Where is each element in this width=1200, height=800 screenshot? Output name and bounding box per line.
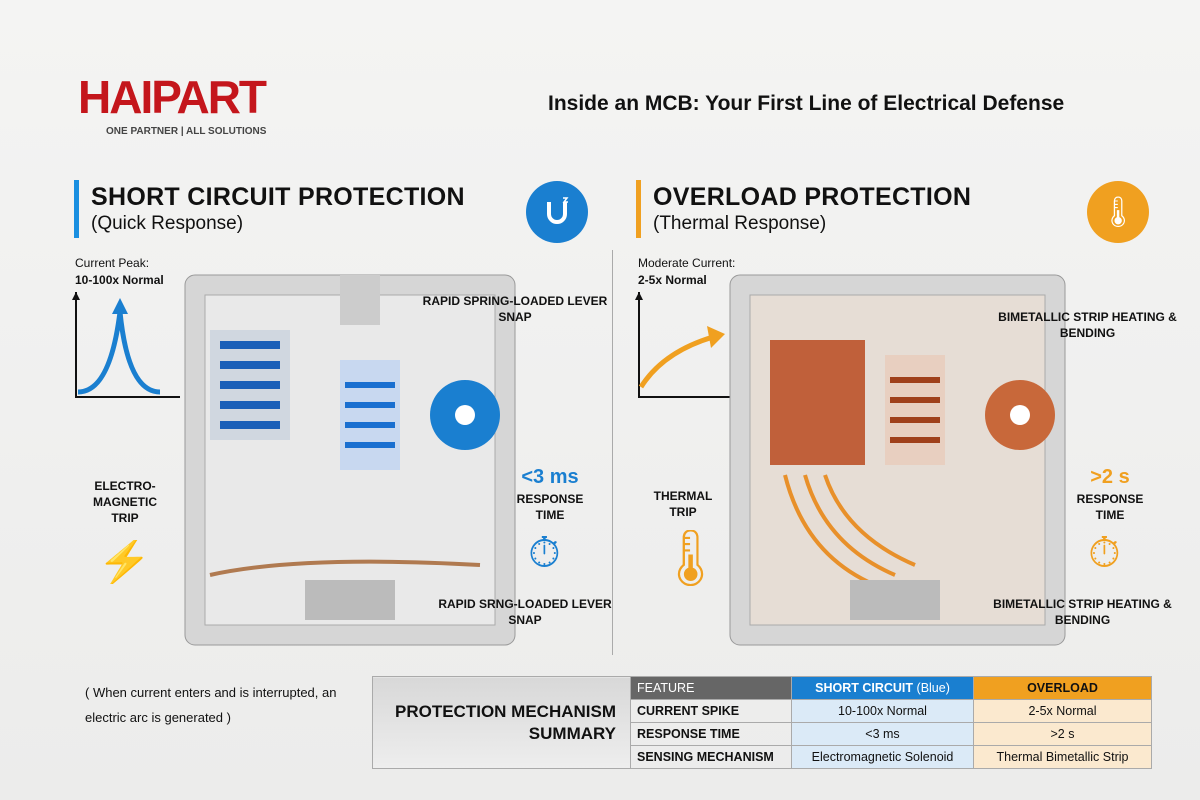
- magnet-icon: [526, 181, 588, 243]
- callout-electromagnetic-trip: ELECTRO-MAGNETIC TRIP: [93, 479, 157, 525]
- row-feature: CURRENT SPIKE: [630, 699, 792, 723]
- peak-value: 10-100x Normal: [75, 273, 164, 287]
- page-title: Inside an MCB: Your First Line of Electr…: [548, 92, 1065, 115]
- summary-table: PROTECTION MECHANISM SUMMARY FEATURE SHO…: [372, 676, 1152, 769]
- row-overload: >2 s: [973, 722, 1152, 746]
- moderate-current-value: 2-5x Normal: [638, 273, 707, 287]
- response-time-label: RESPONSE TIME: [516, 492, 584, 522]
- callout-lever-snap-bottom: RAPID SRNG-LOADED LEVER SNAP: [438, 597, 612, 627]
- thermometer-heat-icon: 🌡: [1087, 181, 1149, 243]
- callout-bimetallic-bottom: BIMETALLIC STRIP HEATING & BENDING: [993, 597, 1172, 627]
- row-feature: SENSING MECHANISM: [630, 745, 792, 769]
- short-circuit-subheading: (Quick Response): [91, 213, 244, 234]
- moderate-current-label: Moderate Current:: [638, 256, 736, 270]
- row-short-circuit: 10-100x Normal: [791, 699, 974, 723]
- section-divider: [612, 250, 613, 655]
- row-feature: RESPONSE TIME: [630, 722, 792, 746]
- short-circuit-heading: SHORT CIRCUIT PROTECTION: [91, 183, 465, 211]
- overload-subheading: (Thermal Response): [653, 213, 827, 234]
- response-time-value: >2 s: [1090, 466, 1130, 488]
- mcb-cutaway-overload: [729, 274, 1066, 646]
- peak-label: Current Peak:: [75, 256, 150, 270]
- section-accent-bar: [636, 180, 641, 238]
- row-short-circuit: Electromagnetic Solenoid: [791, 745, 974, 769]
- row-short-circuit: <3 ms: [791, 722, 974, 746]
- current-spike-graph: [72, 292, 180, 398]
- callout-thermal-trip: THERMAL TRIP: [653, 489, 713, 519]
- thermometer-icon: 🌡: [655, 530, 727, 586]
- row-overload: Thermal Bimetallic Strip: [973, 745, 1152, 769]
- header-overload: OVERLOAD: [973, 676, 1152, 700]
- mcb-cutaway-short-circuit: [184, 274, 516, 646]
- section-accent-bar: [74, 180, 79, 238]
- magnet-bolt-icon: ⚡: [97, 540, 152, 584]
- current-rise-graph: [635, 292, 743, 398]
- header-short-circuit: SHORT CIRCUIT (Blue): [791, 676, 974, 700]
- response-time-value: <3 ms: [521, 466, 579, 488]
- summary-caption: PROTECTION MECHANISM SUMMARY: [372, 676, 631, 769]
- table-row: RESPONSE TIME<3 ms>2 s: [373, 722, 1152, 746]
- callout-bimetallic-top: BIMETALLIC STRIP HEATING & BENDING: [998, 310, 1177, 340]
- header-short-circuit-note: (Blue): [916, 681, 950, 695]
- stopwatch-icon: ⏱: [528, 532, 561, 574]
- arc-note: ( When current enters and is interrupted…: [85, 685, 337, 725]
- header-short-circuit-label: SHORT CIRCUIT: [815, 681, 914, 695]
- callout-lever-snap-top: RAPID SPRING-LOADED LEVER SNAP: [422, 294, 608, 324]
- row-overload: 2-5x Normal: [973, 699, 1152, 723]
- header-feature: FEATURE: [630, 676, 792, 700]
- response-time-label: RESPONSE TIME: [1076, 492, 1144, 522]
- brand-tagline: ONE PARTNER | ALL SOLUTIONS: [106, 126, 267, 137]
- stopwatch-icon: ⏱: [1088, 532, 1121, 574]
- overload-heading: OVERLOAD PROTECTION: [653, 183, 972, 211]
- brand-logo: HAIPART: [78, 71, 267, 123]
